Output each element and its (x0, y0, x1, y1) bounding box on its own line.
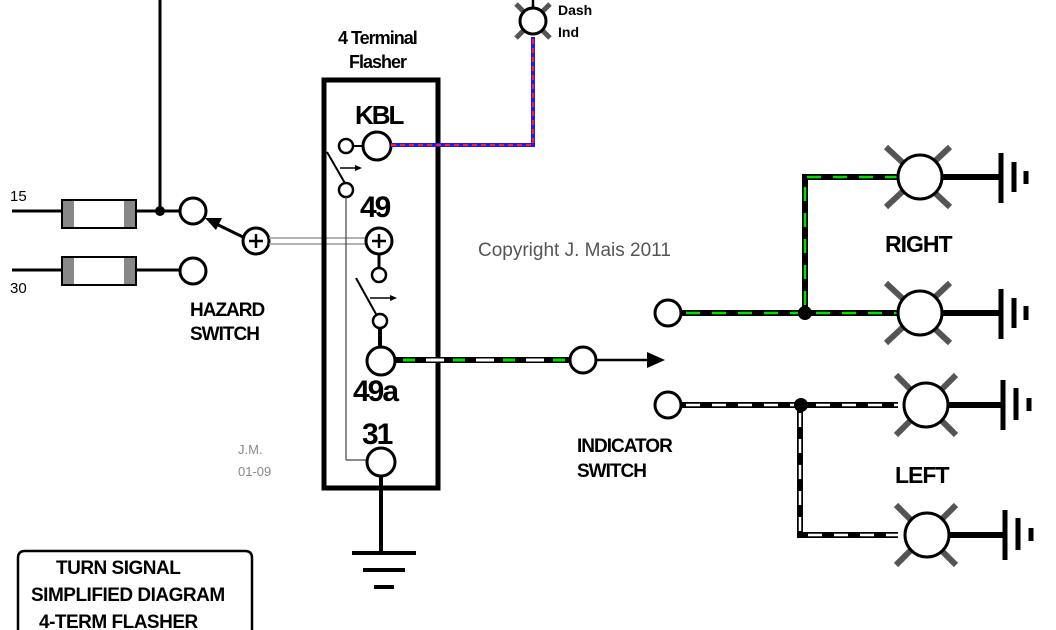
ground-right-rear (998, 289, 1029, 339)
dash-indicator-wire (391, 37, 535, 147)
copyright-text: Copyright J. Mais 2011 (478, 240, 671, 261)
dash-indicator-lamp (514, 0, 552, 40)
indicator-contact-right[interactable] (653, 298, 683, 328)
title-line3: 4-TERM FLASHER (39, 612, 199, 630)
fuse-15 (12, 199, 180, 229)
indicator-contact-left[interactable] (653, 390, 683, 420)
terminal-49[interactable] (364, 226, 394, 256)
dash-label-line1: Dash (558, 2, 592, 18)
indicator-lever-arrowhead (647, 352, 665, 368)
lamp-left-front (893, 372, 1003, 438)
ground-left-rear (1002, 510, 1034, 560)
hazard-contact-15[interactable] (178, 196, 208, 226)
hazard-label-line2: SWITCH (190, 324, 259, 345)
author-initials: J.M. (238, 442, 263, 457)
lamp-right-front (883, 144, 999, 210)
terminal-49a-label: 49a (353, 375, 399, 408)
title-line2: SIMPLIFIED DIAGRAM (31, 585, 225, 606)
indicator-label-line2: SWITCH (577, 461, 646, 482)
terminal-31-label: 31 (362, 418, 393, 451)
title-line1: TURN SIGNAL (56, 558, 181, 579)
right-label: RIGHT (885, 231, 953, 257)
flasher-title-line1: 4 Terminal (338, 28, 417, 48)
right-side-wiring (681, 174, 898, 320)
terminal-kbl-label: KBL (355, 100, 405, 130)
hazard-lever-arrowhead (205, 218, 222, 230)
drawing-date: 01-09 (238, 464, 271, 479)
hazard-label-line1: HAZARD (190, 300, 264, 321)
input-15-label: 15 (10, 188, 27, 205)
flasher-title-line2: Flasher (349, 52, 407, 72)
relay-switch-1 (326, 151, 347, 186)
title-box (16, 549, 254, 630)
terminal-49-label: 49 (360, 191, 391, 224)
lamp-left-rear (893, 502, 1004, 568)
indicator-switch-input[interactable] (568, 345, 598, 375)
flasher-ground-symbol (352, 476, 416, 589)
hazard-plus-terminal[interactable] (241, 226, 271, 256)
ground-left-front (1000, 380, 1032, 430)
indicator-label-line1: INDICATOR (577, 436, 673, 457)
left-label: LEFT (895, 462, 949, 488)
ground-right-front (998, 153, 1029, 203)
terminal-31[interactable] (365, 446, 397, 478)
hazard-contact-30[interactable] (178, 256, 208, 286)
relay-switch-2 (355, 277, 377, 315)
lamp-right-rear (883, 280, 999, 346)
terminal-kbl[interactable] (361, 130, 393, 162)
left-side-wiring (681, 398, 898, 538)
fuse-30 (12, 256, 180, 286)
input-30-label: 30 (10, 280, 27, 297)
kbl-internal-contact (337, 137, 355, 155)
dash-label-line2: Ind (558, 24, 579, 40)
terminal-49a[interactable] (365, 345, 397, 377)
hazard-link-wire (269, 237, 366, 245)
